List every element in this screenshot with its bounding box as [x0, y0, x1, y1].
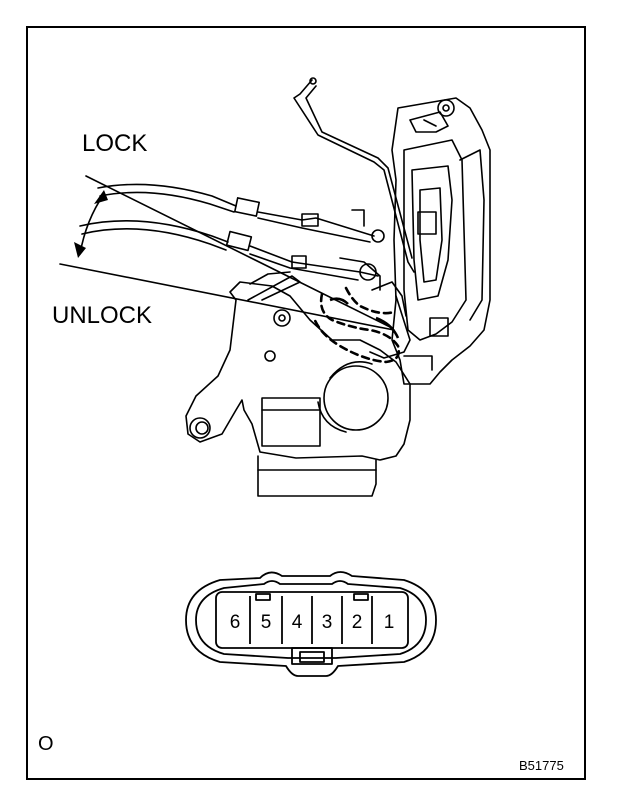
lever-travel-path [312, 292, 401, 364]
pin-2-label: 2 [352, 612, 363, 633]
unlock-arrowhead [74, 242, 86, 258]
unlock-reference-line [59, 263, 395, 331]
lock-label: LOCK [82, 130, 148, 157]
pin-5-label: 5 [261, 612, 272, 633]
motor-block [257, 455, 377, 497]
connector-face [185, 571, 437, 677]
pin-6-label: 6 [230, 612, 241, 633]
pin-4-label: 4 [292, 612, 303, 633]
lock-body-outline [391, 97, 491, 385]
unlock-cable [79, 220, 229, 243]
lock-reference-line [85, 175, 393, 329]
diagram-frame [26, 26, 586, 780]
unlock-label: UNLOCK [52, 302, 153, 329]
housing-connector [261, 397, 321, 447]
lock-cable [97, 183, 237, 207]
corner-mark: O [38, 733, 54, 755]
actuator-housing [185, 281, 411, 461]
pin-3-label: 3 [322, 612, 333, 633]
figure-code: B51775 [519, 758, 564, 773]
lock-arrowhead [94, 190, 108, 204]
pin-1-label: 1 [384, 612, 395, 633]
